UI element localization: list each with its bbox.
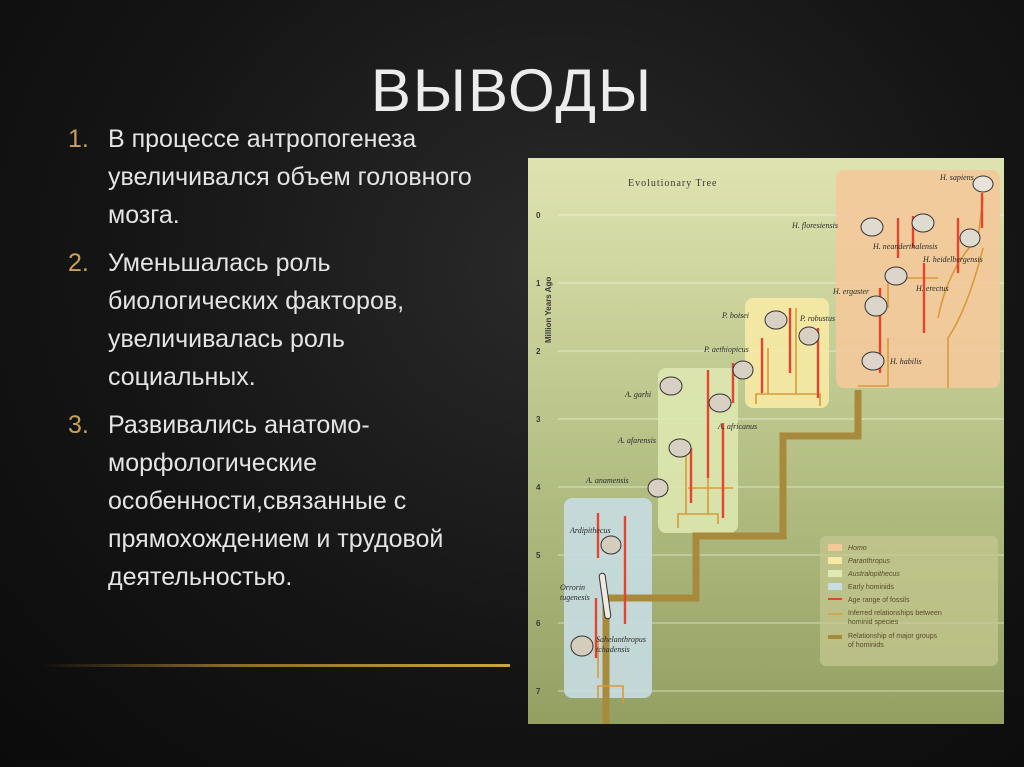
skull-icon <box>570 635 594 657</box>
species-label: H. neanderthalensis <box>872 242 937 251</box>
species-label: H. erectus <box>915 284 949 293</box>
species-label: P. boisei <box>721 311 749 320</box>
skull-icon <box>659 376 683 396</box>
conclusion-item: 1. В процессе антропогенеза увеличивался… <box>68 120 488 234</box>
legend-label: hominid species <box>848 619 899 626</box>
paranthropus-box <box>745 298 829 408</box>
skull-icon <box>884 266 908 286</box>
species-label: H. habilis <box>889 357 922 366</box>
evolutionary-tree-diagram: Evolutionary Tree Million Years Ago 0 1 … <box>536 170 1004 724</box>
legend-swatch <box>828 544 842 551</box>
skull-icon <box>708 393 732 413</box>
tick-label: 6 <box>536 619 541 628</box>
species-label: Sahelanthropus <box>596 635 646 644</box>
legend-label: Early hominids <box>848 584 894 591</box>
legend-label: of hominids <box>848 642 884 649</box>
species-label: P. aethiopicus <box>703 345 749 354</box>
legend-swatch <box>828 570 842 577</box>
skull-icon <box>911 213 935 233</box>
item-number: 2. <box>68 249 89 277</box>
skull-icon <box>860 217 884 237</box>
skull-icon <box>647 478 669 498</box>
legend-label: Paranthropus <box>848 558 891 565</box>
legend-label: Inferred relationships between <box>848 610 942 617</box>
axis-label: Million Years Ago <box>544 277 553 343</box>
species-label: P. robustus <box>799 314 835 323</box>
legend-box <box>820 536 998 666</box>
item-number: 1. <box>68 125 89 153</box>
species-label: H. ergaster <box>832 287 870 296</box>
homo-box <box>836 170 1000 388</box>
axis-ticks: 0 1 2 3 4 5 6 7 <box>536 211 541 696</box>
skull-icons <box>570 175 994 657</box>
species-label: A. africanus <box>717 422 757 431</box>
species-label: H. heidelbergensis <box>922 255 983 264</box>
item-text: В процессе антропогенеза увеличивался об… <box>108 125 472 229</box>
conclusion-item: 3. Развивались анатомо-морфологические о… <box>68 406 488 596</box>
species-label: H. sapiens <box>939 173 974 182</box>
species-label: H. floresiensis <box>791 221 838 230</box>
tick-label: 4 <box>536 483 541 492</box>
decorative-line <box>40 664 510 667</box>
species-label: A. afarensis <box>617 436 656 445</box>
tick-label: 0 <box>536 211 541 220</box>
skull-icon <box>732 360 754 380</box>
skull-icon <box>972 175 994 193</box>
species-label: Orrorin <box>560 583 585 592</box>
conclusion-item: 2. Уменьшалась роль биологических фактор… <box>68 244 488 396</box>
skull-icon <box>798 326 820 346</box>
tick-label: 2 <box>536 347 541 356</box>
tick-label: 1 <box>536 279 541 288</box>
skull-icon <box>668 438 692 458</box>
conclusions-list: 1. В процессе антропогенеза увеличивался… <box>68 120 488 606</box>
legend-swatch <box>828 583 842 590</box>
figure-title: Evolutionary Tree <box>628 178 718 189</box>
skull-icon <box>959 228 981 248</box>
skull-icon <box>764 310 788 330</box>
legend-label: Age range of fossils <box>848 597 910 604</box>
species-label: A. anamensis <box>585 476 629 485</box>
legend-swatch <box>828 557 842 564</box>
skull-icon <box>864 295 888 317</box>
skull-icon <box>861 351 885 371</box>
legend: Homo Paranthropus Australopithecus Early… <box>828 544 942 649</box>
skull-icon <box>600 535 622 555</box>
major-group-path <box>602 390 862 724</box>
evolutionary-tree-figure: Evolutionary Tree Million Years Ago 0 1 … <box>528 158 1004 724</box>
tick-label: 7 <box>536 687 541 696</box>
legend-label: Homo <box>848 545 867 552</box>
item-text: Уменьшалась роль биологических факторов,… <box>108 249 405 391</box>
species-label: tugenesis <box>560 593 590 602</box>
species-label: tchadensis <box>596 645 630 654</box>
femur-bone-icon <box>598 572 612 620</box>
item-number: 3. <box>68 411 89 439</box>
item-text: Развивались анатомо-морфологические особ… <box>108 411 444 591</box>
species-label: A. garhi <box>624 390 651 399</box>
legend-label: Relationship of major groups <box>848 633 938 640</box>
legend-label: Australopithecus <box>847 571 900 578</box>
tick-label: 5 <box>536 551 541 560</box>
species-label: Ardipithecus <box>569 526 611 535</box>
slide-title: ВЫВОДЫ <box>370 57 654 124</box>
tick-label: 3 <box>536 415 541 424</box>
